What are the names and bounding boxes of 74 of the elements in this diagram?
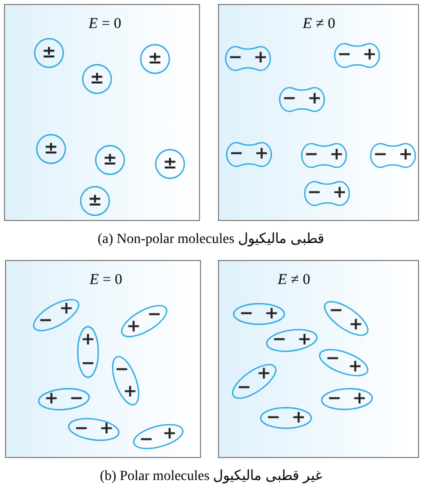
charge-sign: +	[126, 318, 141, 336]
charge-sign: − +	[304, 146, 344, 164]
charge-sign: +	[256, 366, 271, 383]
panel-heading: E = 0	[88, 17, 122, 32]
field-panel	[218, 4, 419, 221]
charge-sign: −	[329, 302, 344, 320]
molecule-ellipse	[233, 303, 285, 325]
charge-sign: − +	[266, 410, 306, 426]
molecule-ellipse	[319, 349, 369, 377]
molecule-circle	[95, 145, 125, 175]
charge-sign: − +	[74, 420, 114, 438]
charge-sign: − +	[228, 50, 268, 66]
charge-sign: ±	[88, 192, 102, 210]
charge-sign: +	[80, 332, 96, 348]
molecule-shape	[279, 86, 325, 112]
molecule-ellipse	[68, 418, 120, 440]
field-panel	[4, 4, 200, 221]
molecule-ellipse	[120, 304, 168, 338]
molecule-circle	[155, 149, 185, 179]
charge-sign: − +	[337, 46, 377, 64]
molecule-shape	[301, 142, 347, 168]
caption: (a) Non-polar molecules قطبی مالیکیول	[98, 232, 324, 249]
molecule-circle	[140, 44, 170, 74]
molecule-shape	[225, 46, 271, 70]
charge-sign: −	[80, 356, 96, 372]
field-panel	[5, 260, 201, 458]
charge-sign: − +	[373, 146, 413, 164]
charge-sign: +	[348, 358, 362, 376]
panel-heading: E ≠ 0	[278, 273, 310, 288]
molecule-ellipse	[232, 364, 276, 398]
charge-sign: +	[59, 300, 74, 318]
charge-sign: −	[38, 312, 53, 330]
molecule-ellipse	[260, 407, 312, 429]
molecule-ellipse	[321, 388, 373, 410]
molecule-ellipse	[132, 424, 184, 450]
charge-sign: ±	[90, 70, 104, 88]
panel-heading: E ≠ 0	[302, 17, 336, 32]
molecule-ellipse	[266, 328, 318, 352]
charge-sign: −	[237, 379, 252, 396]
charge-sign: −	[326, 350, 340, 368]
charge-sign: +	[162, 425, 177, 442]
molecule-shape	[334, 42, 380, 68]
molecule-ellipse	[112, 356, 140, 406]
charge-sign: − +	[327, 390, 367, 408]
molecule-shape	[226, 142, 272, 166]
charge-sign: − +	[307, 184, 347, 202]
charge-sign: +	[122, 384, 138, 401]
molecule-circle	[82, 64, 112, 94]
charge-sign: −	[114, 361, 129, 378]
molecule-ellipse	[32, 298, 80, 332]
charge-sign: +	[348, 316, 363, 334]
charge-sign: −	[147, 306, 162, 324]
molecule-ellipse	[38, 388, 90, 410]
charge-sign: − +	[272, 331, 312, 348]
molecule-shape	[304, 180, 350, 206]
panel-heading: E = 0	[90, 273, 122, 288]
molecule-ellipse	[77, 326, 99, 378]
charge-sign: ±	[148, 50, 162, 68]
charge-sign: − +	[282, 90, 322, 108]
charge-sign: − +	[239, 306, 279, 322]
charge-sign: ±	[162, 156, 178, 172]
charge-sign: −	[139, 432, 154, 449]
molecule-circle	[80, 186, 110, 216]
molecule-circle	[36, 134, 66, 164]
charge-sign: ±	[102, 152, 118, 168]
molecule-ellipse	[324, 300, 368, 336]
charge-sign: ±	[42, 44, 56, 62]
caption: (b) Polar molecules غیر قطبی مالیکیول	[100, 469, 322, 486]
field-panel	[218, 260, 419, 458]
charge-sign: + −	[44, 390, 84, 408]
charge-sign: − +	[229, 146, 269, 162]
molecule-circle	[34, 38, 64, 68]
molecule-shape	[370, 142, 416, 168]
charge-sign: ±	[44, 140, 58, 158]
